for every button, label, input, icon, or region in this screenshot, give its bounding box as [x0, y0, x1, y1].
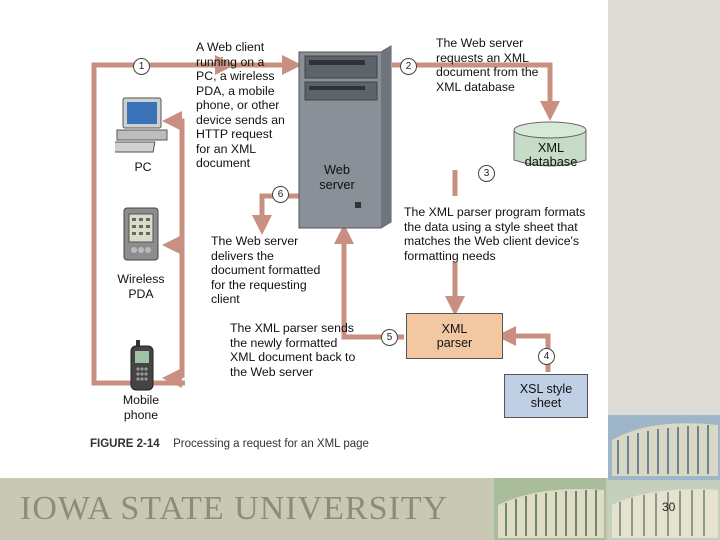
arrow-response-loop	[170, 118, 185, 378]
pc-label: PC	[134, 160, 152, 174]
building-photo-1	[608, 415, 720, 480]
step-number-2: 2	[400, 58, 417, 75]
page-number: 30	[662, 500, 676, 514]
figure-caption: FIGURE 2-14 Processing a request for an …	[90, 436, 510, 452]
xml-database-icon	[513, 121, 587, 167]
web-server-icon	[298, 45, 392, 229]
university-wordmark: IOWA STATE UNIVERSITY	[20, 490, 449, 527]
step-5-description: The XML parser sends the newly formatted…	[230, 321, 356, 379]
step-number-3: 3	[478, 165, 495, 182]
web-server-label: Web server	[319, 162, 355, 192]
step-3-description: The XML parser program formats the data …	[404, 205, 586, 263]
step-number-5: 5	[381, 329, 398, 346]
pda-icon	[123, 207, 159, 261]
arrow-request-loop	[91, 55, 235, 386]
xml-database-label: XML database	[524, 140, 578, 169]
figure-title: Processing a request for an XML page	[173, 438, 369, 450]
pda-label: Wireless PDA	[117, 272, 165, 301]
building-photo-2	[494, 478, 606, 540]
xml-parser-box: XML parser	[406, 313, 503, 359]
mobile-phone-label: Mobile phone	[122, 393, 160, 422]
step-6-description: The Web server delivers the document for…	[211, 234, 321, 306]
step-number-6: 6	[272, 186, 289, 203]
xsl-stylesheet-box: XSL style sheet	[504, 374, 588, 418]
step-2-description: The Web server requests an XML document …	[436, 36, 539, 94]
step-1-description: A Web client running on a PC, a wireless…	[196, 40, 285, 170]
figure-label: FIGURE 2-14	[90, 438, 160, 450]
arrow-server-to-database	[392, 62, 560, 121]
pc-icon	[115, 97, 168, 153]
mobile-phone-icon	[130, 340, 154, 391]
step-number-4: 4	[538, 348, 555, 365]
building-photo-3	[608, 480, 720, 540]
step-number-1: 1	[133, 58, 150, 75]
